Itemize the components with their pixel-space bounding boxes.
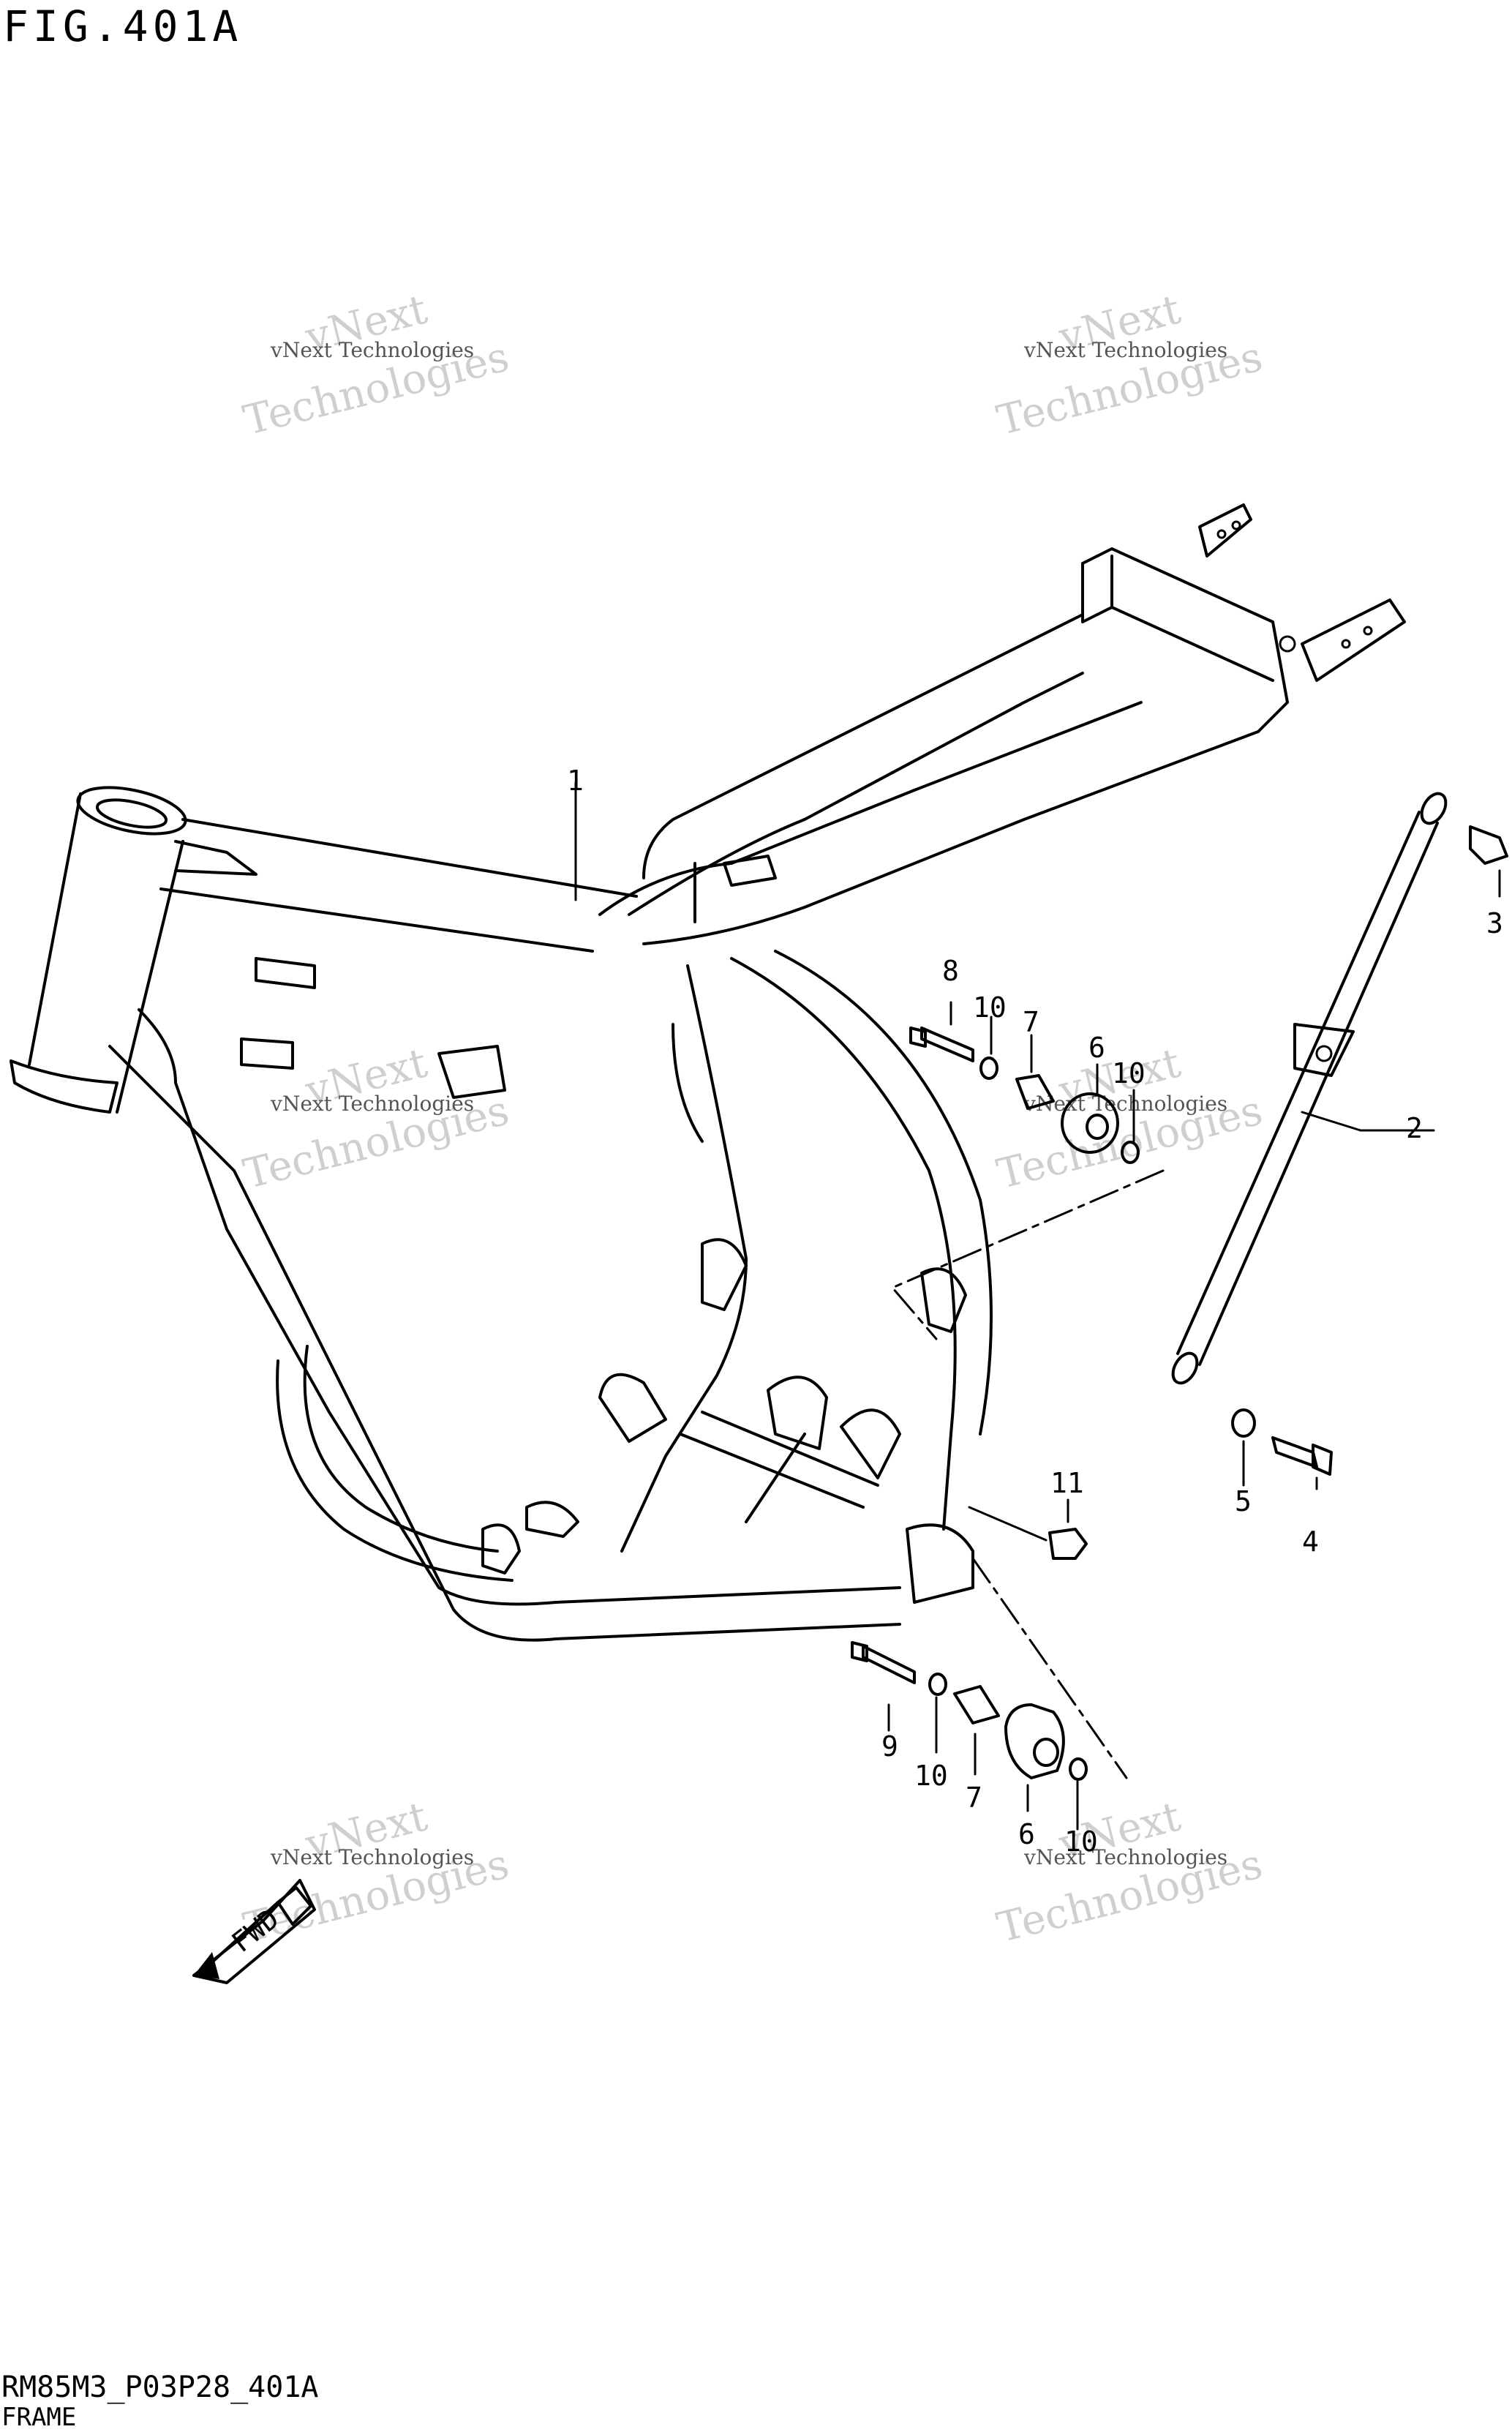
part-10-washer-lower-2 [1069,1757,1088,1781]
part-7-collar-lower [953,1685,1000,1724]
svg-text:vNext Technologies: vNext Technologies [1023,1092,1227,1116]
part-10-washer-upper [979,1057,998,1080]
callout-4: 4 [1302,1525,1319,1558]
figure-code: RM85M3_P03P28_401A [1,2371,319,2404]
figure-title: FIG.401A [3,1,243,51]
svg-text:vNext Technologies: vNext Technologies [270,1845,474,1869]
part-7-collar-upper [1015,1074,1055,1110]
callout-6-lower: 6 [1018,1818,1035,1850]
figure-name: FRAME [1,2403,77,2432]
callout-10-lower-2: 10 [1064,1825,1098,1858]
svg-text:vNext Technologies: vNext Technologies [270,1092,474,1116]
callout-5: 5 [1235,1485,1252,1517]
callout-7-upper: 7 [1023,1006,1039,1038]
callout-9: 9 [881,1730,898,1763]
callout-8: 8 [942,955,959,987]
part-8-bolt-upper [909,1001,974,1062]
callout-labels: 1 2 3 4 5 6 7 8 9 10 11 10 7 6 10 10 [567,765,1503,1858]
part-10-washer-upper-2 [1121,1141,1140,1164]
callout-10-upper-2: 10 [1112,1057,1146,1089]
part-3-bolt [1469,825,1508,898]
part-4-bolt [1271,1436,1333,1490]
frame-main [10,503,1406,1642]
callout-11: 11 [1050,1467,1084,1499]
callout-1: 1 [567,765,584,797]
part-11-nut [968,1498,1088,1560]
watermark-text-small: vNext Technologies [270,338,474,362]
callout-2: 2 [1406,1112,1423,1144]
svg-text:vNext Technologies: vNext Technologies [1023,338,1227,362]
part-2-stay [1171,792,1448,1385]
callout-6-upper: 6 [1088,1032,1105,1064]
callout-7-lower: 7 [966,1782,982,1814]
part-6-bushing-lower [1004,1703,1065,1779]
callout-10-upper: 10 [973,991,1007,1024]
part-5-washer [1231,1408,1256,1487]
leader-lines [574,781,1435,1831]
callout-3: 3 [1486,907,1503,939]
callout-10-lower: 10 [914,1760,948,1792]
part-6-bushing-upper [1061,1092,1119,1154]
part-9-bolt-lower [851,1641,916,1732]
svg-text:vNext Technologies: vNext Technologies [1023,1845,1227,1869]
part-10-washer-lower [928,1673,947,1696]
